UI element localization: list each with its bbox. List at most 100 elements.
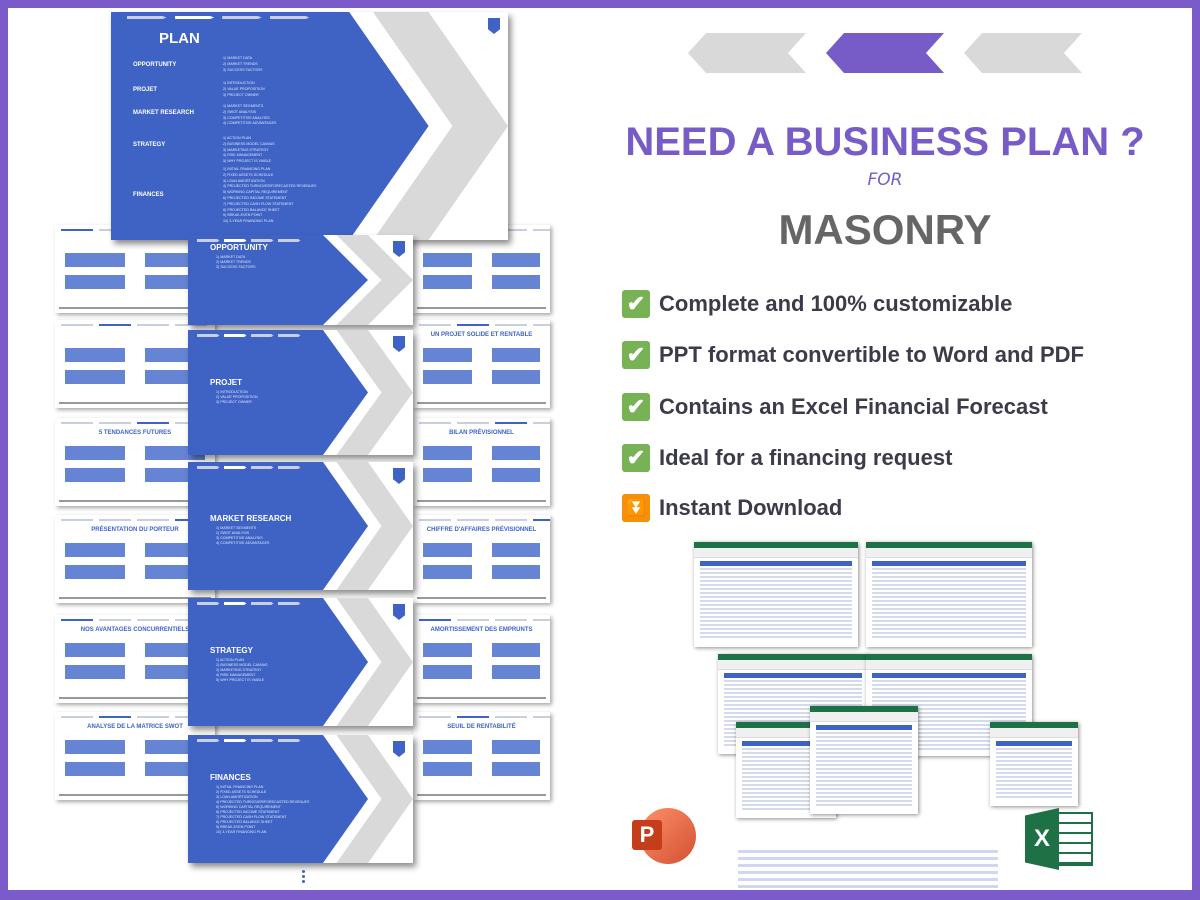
plan-item: 10) 3-YEAR FINANCING PLAN	[223, 219, 274, 224]
plan-item: 1) MARKET DATA	[223, 56, 253, 60]
section-item: 7) PROJECTED CASH FLOW STATEMENT	[216, 815, 287, 819]
plan-item: 9) BREAK-EVEN POINT	[223, 213, 263, 218]
slide-thumbnail: CHIFFRE D'AFFAIRES PRÉVISIONNEL	[413, 515, 550, 603]
section-item: 3) COMPETITIVE ANALYSIS	[216, 536, 263, 540]
feature-text: Instant Download	[659, 495, 843, 520]
feature-text: Complete and 100% customizable	[659, 291, 1013, 316]
thumbnail-title: BILAN PRÉVISIONNEL	[449, 430, 514, 436]
section-item: 6) PROJECTED INCOME STATEMENT	[216, 810, 280, 814]
plan-item: 2) FIXED ASSETS SCHEDULE	[223, 172, 274, 177]
section-item: 1) INITIAL FINANCING PLAN	[216, 785, 264, 789]
headline: NEED A BUSINESS PLAN ?	[625, 120, 1145, 164]
section-item: 1) MARKET SEGMENTS	[216, 526, 257, 530]
check-mark-icon: ✔	[622, 444, 650, 472]
plan-item: 3) SUCCESS FACTORS	[223, 67, 263, 72]
thumbnail-title: NOS AVANTAGES CONCURRENTIELS	[80, 627, 190, 633]
plan-item: 3) LOAN AMORTIZATION	[223, 178, 265, 183]
plan-section-label: PROJET	[133, 87, 158, 93]
spreadsheet-thumbnail	[866, 654, 1032, 756]
section-item: 5) WHY PROJECT IS VIABLE	[216, 678, 265, 682]
feature-item: ✔ PPT format convertible to Word and PDF	[622, 341, 1084, 369]
thumbnail-title: SEUIL DE RENTABILITÉ	[447, 724, 516, 730]
logo-shield-icon	[393, 468, 405, 484]
section-title: FINANCES	[210, 773, 251, 782]
feature-item: ⏬ Instant Download	[622, 494, 842, 522]
section-item: 1) MARKET DATA	[216, 255, 246, 259]
plan-item: 2) VALUE PROPOSITION	[223, 86, 265, 91]
section-item: 4) PROJECTED TURNOVER/FORECASTED REVENUE…	[216, 800, 310, 804]
subject-title: MASONRY	[778, 206, 992, 253]
section-item: 4) RISK MANAGEMENT	[216, 673, 256, 677]
slide-thumbnail: UN PROJET SOLIDE ET RENTABLE	[413, 320, 550, 408]
plan-item: 8) PROJECTED BALANCE SHEET	[223, 207, 280, 212]
section-item: 2) VALUE PROPOSITION	[216, 395, 258, 399]
logo-shield-icon	[393, 604, 405, 620]
plan-item: 1) ACTION PLAN	[223, 136, 251, 140]
thumbnail-title: UN PROJET SOLIDE ET RENTABLE	[430, 332, 533, 338]
slide-thumbnail: SEUIL DE RENTABILITÉ	[413, 712, 550, 800]
plan-item: 3) MARKETING STRATEGY	[223, 147, 269, 152]
section-item: 3) MARKETING STRATEGY	[216, 668, 262, 672]
section-item: 2) BUSINESS MODEL CANVAS	[216, 663, 268, 667]
section-item: 1) INTRODUCTION	[216, 390, 248, 394]
plan-item: 3) COMPETITIVE ANALYSIS	[223, 115, 270, 120]
double-down-arrow-icon: ⏬	[622, 494, 650, 522]
spreadsheet-thumbnail	[694, 542, 858, 647]
plan-item: 2) MARKET TRENDS	[223, 61, 258, 66]
section-item: 1) ACTION PLAN	[216, 658, 244, 662]
plan-section-label: FINANCES	[133, 192, 164, 198]
plan-item: 4) RISK MANAGEMENT	[223, 153, 263, 158]
section-item: 9) BREAK-EVEN POINT	[216, 825, 256, 829]
plan-item: 1) INTRODUCTION	[223, 81, 255, 85]
section-item: 2) SWOT ANALYSIS	[216, 531, 250, 535]
spreadsheet-thumbnail	[810, 706, 918, 814]
section-title: MARKET RESEARCH	[210, 514, 292, 523]
feature-item: ✔ Contains an Excel Financial Forecast	[622, 393, 1048, 421]
plan-item: 5) WHY PROJECT IS VIABLE	[223, 159, 272, 164]
thumbnail-title: ANALYSE DE LA MATRICE SWOT	[87, 724, 183, 730]
excel-logo: X	[1025, 808, 1093, 870]
thumbnail-title: PRÉSENTATION DU PORTEUR	[91, 527, 179, 533]
plan-item: 5) WORKING CAPITAL REQUIREMENT	[223, 190, 288, 195]
section-item: 8) PROJECTED BALANCE SHEET	[216, 820, 273, 824]
check-mark-icon: ✔	[622, 341, 650, 369]
logo-shield-icon	[488, 18, 500, 34]
reflection	[738, 850, 998, 890]
slide-thumbnail: BILAN PRÉVISIONNEL	[413, 418, 550, 506]
thumbnail-title: 5 TENDANCES FUTURES	[98, 430, 172, 436]
feature-item: ✔ Complete and 100% customizable	[622, 290, 1012, 318]
check-mark-icon: ✔	[622, 393, 650, 421]
spreadsheet-thumbnail	[990, 722, 1078, 806]
plan-item: 6) PROJECTED INCOME STATEMENT	[223, 196, 287, 200]
plan-section-label: OPPORTUNITY	[133, 62, 177, 68]
feature-text: Contains an Excel Financial Forecast	[659, 394, 1048, 419]
section-title: PROJET	[210, 378, 243, 387]
plan-item: 2) SWOT ANALYSIS	[223, 109, 257, 114]
thumbnail-title: CHIFFRE D'AFFAIRES PRÉVISIONNEL	[426, 527, 537, 533]
check-mark-icon: ✔	[622, 290, 650, 318]
plan-title: PLAN	[159, 30, 200, 47]
section-item: 5) WORKING CAPITAL REQUIREMENT	[216, 805, 281, 809]
plan-item: 7) PROJECTED CASH FLOW STATEMENT	[223, 201, 294, 206]
section-item: 2) MARKET TRENDS	[216, 260, 251, 264]
plan-item: 4) COMPETITIVE ADVANTAGES	[223, 121, 277, 126]
section-item: 3) SUCCESS FACTORS	[216, 265, 256, 269]
plan-item: 1) MARKET SEGMENTS	[223, 104, 264, 108]
plan-item: 3) PROJECT OWNER	[223, 92, 259, 97]
spreadsheet-thumbnail	[866, 542, 1032, 647]
thumbnail-title: AMORTISSEMENT DES EMPRUNTS	[430, 627, 533, 633]
plan-section-label: MARKET RESEARCH	[133, 110, 195, 116]
feature-text: Ideal for a financing request	[659, 445, 953, 470]
plan-item: 4) PROJECTED TURNOVER/FORECASTED REVENUE…	[223, 184, 317, 189]
section-item: 2) FIXED ASSETS SCHEDULE	[216, 790, 267, 794]
product-banner: 5 TENDANCES FUTURES PRÉSENTATION DU PORTE…	[8, 8, 1192, 890]
plan-item: 2) BUSINESS MODEL CANVAS	[223, 141, 275, 146]
feature-text: PPT format convertible to Word and PDF	[659, 342, 1084, 367]
section-item: 4) COMPETITIVE ADVANTAGES	[216, 541, 270, 545]
